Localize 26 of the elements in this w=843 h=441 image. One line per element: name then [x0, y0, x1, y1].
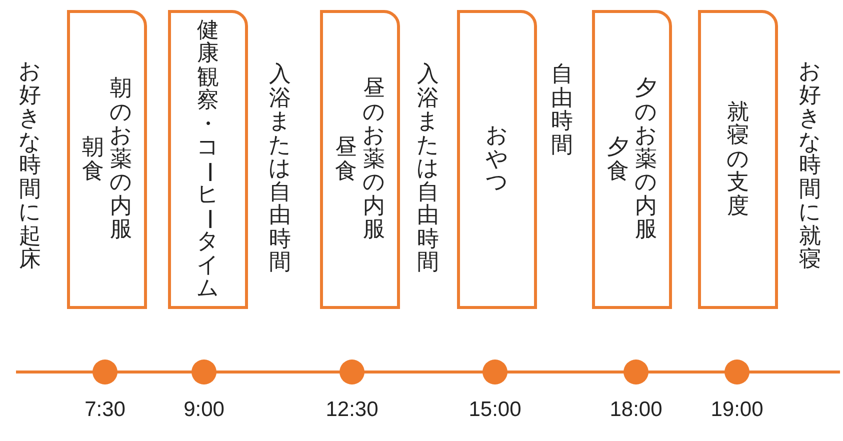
activity-text: おやつ [484, 124, 510, 195]
activity-text: 朝食 [81, 136, 105, 183]
activity-text: 入浴または自由時間 [416, 63, 440, 274]
time-label: 7:30 [84, 398, 126, 422]
time-label: 18:00 [610, 398, 662, 422]
activity-text: 朝のお薬の内服 [108, 77, 134, 242]
activity-text: お好きな時間に起床 [18, 60, 42, 272]
time-label: 9:00 [184, 398, 224, 422]
time-label: 12:30 [326, 398, 378, 422]
activity-text: 夕のお薬の内服 [634, 77, 658, 242]
activity-text: 夕食 [606, 136, 630, 183]
activity-text: お好きな時間に就寝 [798, 60, 822, 272]
activity-box [67, 10, 147, 309]
activity-text: 就寝の支度 [726, 100, 750, 218]
time-label: 15:00 [468, 398, 522, 422]
activity-box [168, 10, 248, 309]
activity-text: 昼食 [334, 136, 358, 183]
activity-text: 健康観察・コーヒータイム [194, 18, 222, 300]
activity-text: 昼のお薬の内服 [362, 77, 386, 242]
activity-text: 自由時間 [550, 63, 574, 157]
activity-box [320, 10, 400, 309]
activity-text: 入浴または自由時間 [268, 63, 292, 274]
activity-box [698, 10, 778, 309]
activity-box [457, 10, 537, 309]
activity-box [592, 10, 672, 309]
time-label: 19:00 [710, 398, 764, 422]
